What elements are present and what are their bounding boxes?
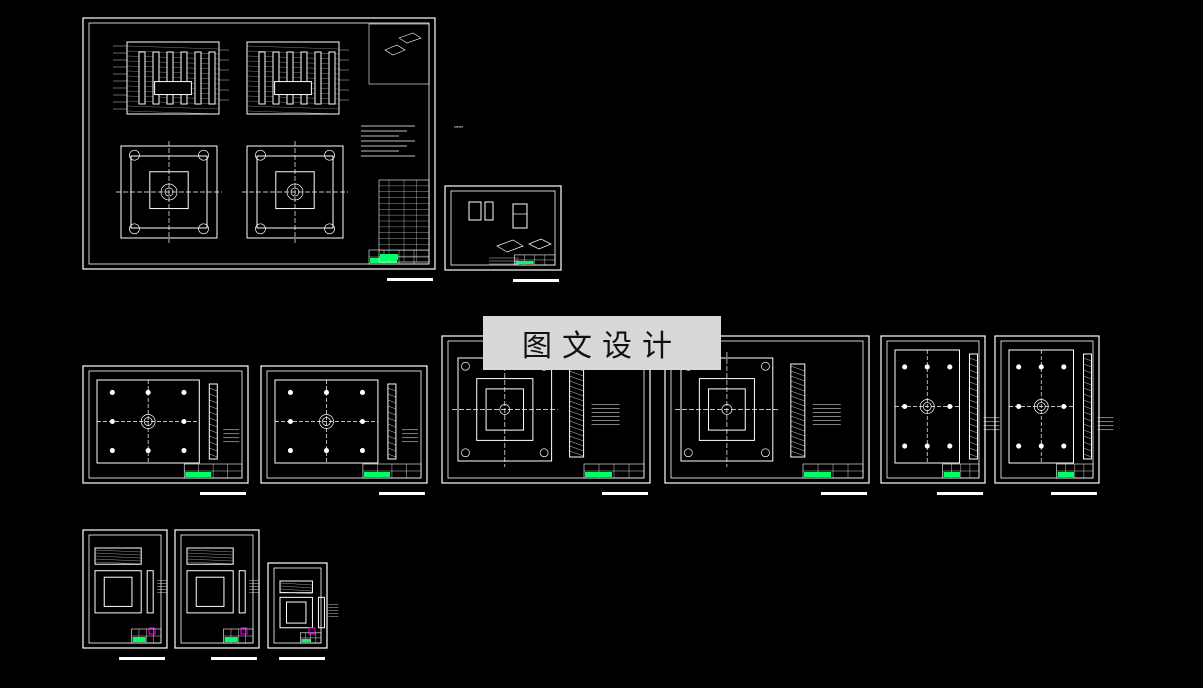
floating-note: ▭▭▭ <box>454 124 464 130</box>
sheet-part-2[interactable] <box>174 529 260 660</box>
sheet-plate-2[interactable] <box>260 365 428 495</box>
watermark-label: 图文设计 <box>483 316 721 370</box>
sheet-assembly-main[interactable] <box>82 17 436 281</box>
sheet-small-iso[interactable] <box>444 185 562 282</box>
sheet-plate-1[interactable] <box>82 365 249 495</box>
sheet-plate-3[interactable] <box>880 335 1000 495</box>
sheet-plate-4[interactable] <box>994 335 1114 495</box>
sheet-part-3[interactable] <box>267 562 339 660</box>
sheet-part-1[interactable] <box>82 529 168 660</box>
sheet-cavity-2[interactable] <box>664 335 870 495</box>
